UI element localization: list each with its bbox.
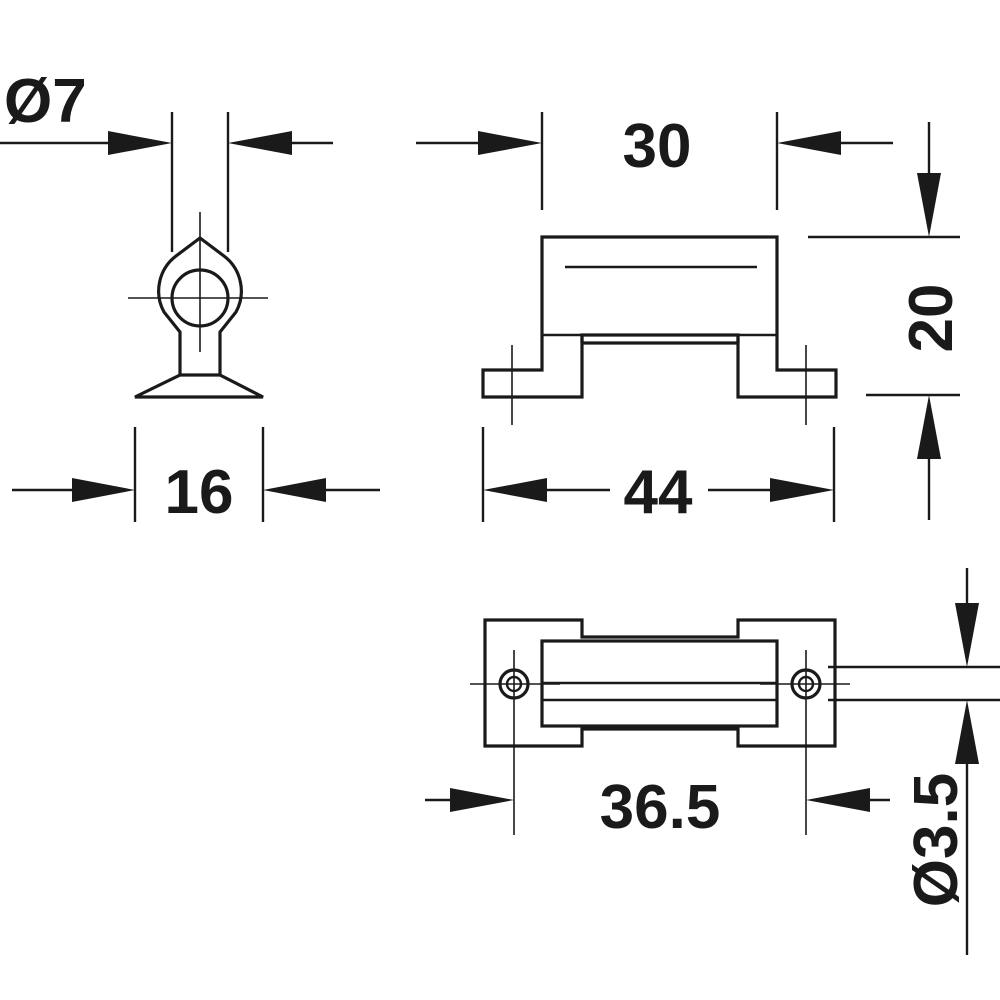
dim-height-front: 20 (897, 284, 966, 353)
dim-overall-length-front: 44 (624, 458, 693, 527)
top-view: 36.5 Ø3.5 (425, 568, 1000, 955)
front-view: 30 20 44 (416, 112, 966, 527)
top-bracket-outline (483, 618, 837, 748)
side-hole (170, 268, 230, 328)
dim-body-width-front: 30 (623, 112, 692, 181)
dim-base-width-side: 16 (165, 458, 234, 527)
dim-hole-spacing-top: 36.5 (600, 773, 721, 842)
side-view: Ø7 16 (0, 67, 380, 527)
dim-hole-diameter-top: Ø3.5 (902, 773, 971, 907)
front-bracket-outline (481, 235, 838, 399)
side-bracket-outline (134, 236, 264, 399)
dim-hole-diameter-side: Ø7 (4, 67, 87, 136)
